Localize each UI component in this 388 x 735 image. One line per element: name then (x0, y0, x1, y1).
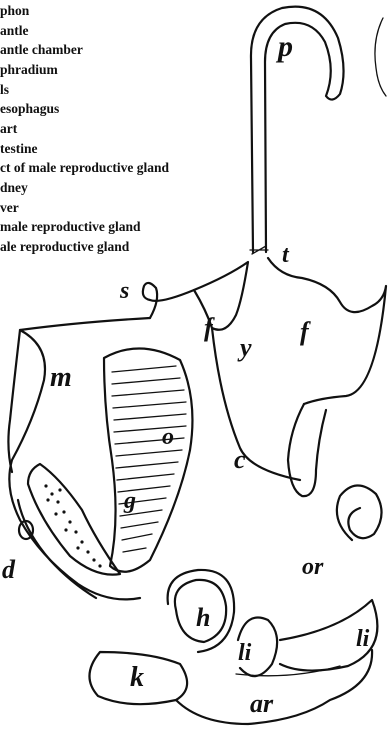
siphon-outline (251, 7, 344, 252)
label-li-right: li (356, 626, 370, 652)
label-h: h (196, 603, 210, 632)
mantle-fold-left (143, 283, 194, 318)
body-middle-outline (212, 328, 300, 480)
body-upper-outline (9, 318, 150, 599)
label-s: s (119, 278, 129, 304)
label-t: t (282, 242, 290, 268)
gill-outline (104, 348, 192, 571)
osphradium-ridge (288, 404, 326, 496)
label-or: or (302, 554, 324, 580)
gill-filaments (112, 366, 186, 552)
mantle-fold-right (268, 258, 386, 404)
label-m: m (50, 362, 72, 393)
label-g: g (123, 488, 136, 514)
mantle-edge-lobe (8, 330, 20, 472)
shell-edge-outline (375, 18, 386, 96)
label-o: o (162, 424, 174, 450)
mantle-body-outline (194, 262, 248, 330)
label-f-right: f (300, 317, 311, 346)
label-k: k (130, 662, 144, 693)
label-d: d (2, 555, 16, 584)
label-siphon: p (275, 30, 293, 63)
coiled-organ (337, 485, 382, 540)
label-y: y (237, 333, 252, 362)
label-ar: ar (250, 689, 274, 718)
label-c: c (234, 445, 246, 474)
mantle-gland-outline (28, 464, 120, 575)
label-li-left: li (238, 640, 252, 666)
